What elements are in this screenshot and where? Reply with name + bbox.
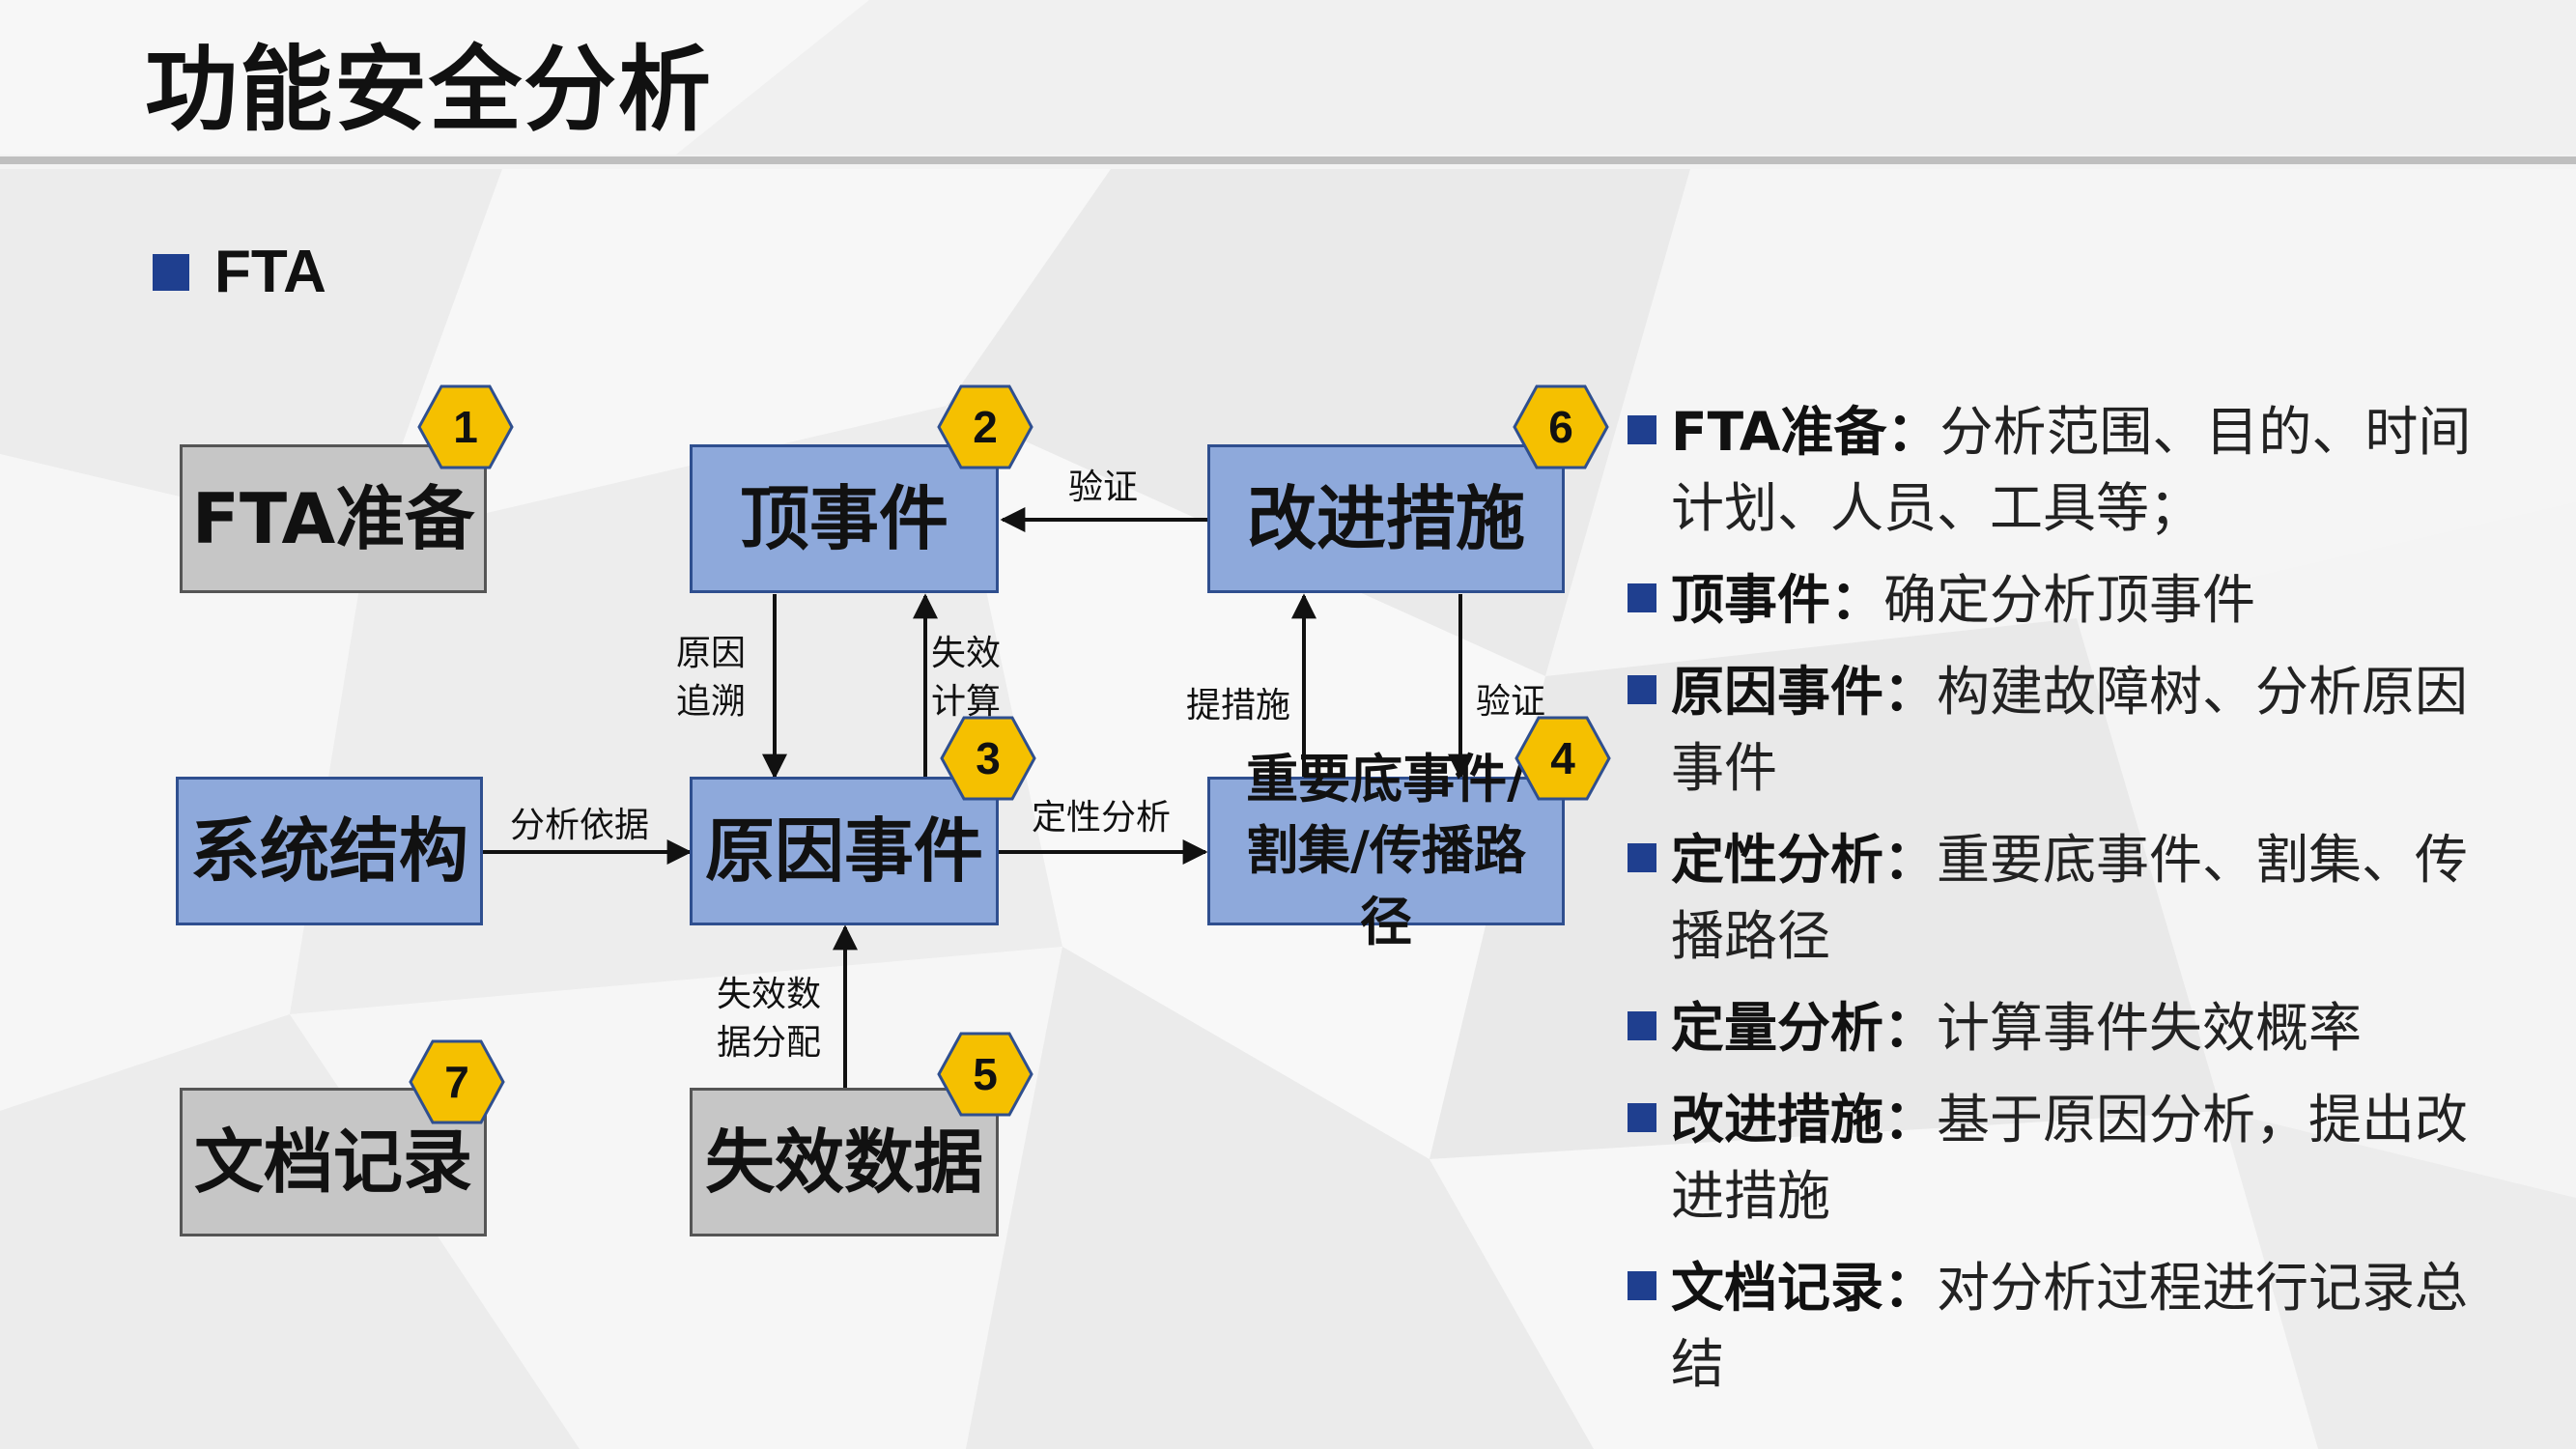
edge-label-basis: 分析依据 (510, 806, 650, 845)
bullet-item: 原因事件：构建故障树、分析原因事件 (1628, 654, 2497, 807)
square-bullet-icon (1628, 1271, 1656, 1300)
bullet-text: 基于原因分析，提出改进措施 (1671, 1089, 2469, 1227)
badge-7-number: 7 (444, 1057, 469, 1107)
badge-6-number: 6 (1548, 402, 1573, 452)
bullet-text: 确定分析顶事件 (1883, 569, 2256, 631)
node-top-event: 顶事件 (690, 444, 999, 593)
node-failure-data-label: 失效数据 (704, 1121, 983, 1203)
edge-label-verify-right: 验证 (1476, 682, 1546, 722)
badge-6: 6 (1513, 384, 1609, 469)
badge-7: 7 (409, 1039, 505, 1124)
badge-4-number: 4 (1550, 733, 1575, 783)
section-label: FTA (214, 239, 326, 305)
bullet-term: 定性分析： (1671, 829, 1938, 891)
edge-label-verify-top: 验证 (1068, 468, 1139, 507)
square-bullet-icon (1628, 415, 1656, 444)
bullet-list: FTA准备：分析范围、目的、时间计划、人员、工具等； 顶事件：确定分析顶事件 原… (1628, 394, 2497, 1418)
badge-4: 4 (1514, 716, 1611, 801)
bullet-item: 文档记录：对分析过程进行记录总结 (1628, 1250, 2497, 1403)
edge-label-trace: 原因追溯 (676, 634, 747, 722)
badge-1-number: 1 (453, 402, 478, 452)
badge-2-number: 2 (973, 402, 998, 452)
node-system-label: 系统结构 (189, 810, 468, 892)
bullet-item: FTA准备：分析范围、目的、时间计划、人员、工具等； (1628, 394, 2497, 547)
edge-label-propose: 提措施 (1186, 686, 1291, 725)
node-cut-sets: 重要底事件/割集/传播路径 (1207, 749, 1565, 952)
edge-label-qualitative: 定性分析 (1032, 798, 1172, 838)
bullet-text: 构建故障树、分析原因事件 (1671, 661, 2469, 799)
node-doc-label: 文档记录 (193, 1121, 472, 1203)
bullet-item: 定性分析：重要底事件、割集、传播路径 (1628, 822, 2497, 975)
node-improve: 改进措施 (1207, 444, 1565, 593)
node-cause-event-label: 原因事件 (704, 810, 983, 892)
node-top-event-label: 顶事件 (739, 477, 948, 559)
title-divider (0, 156, 2576, 164)
square-bullet-icon (1628, 843, 1656, 872)
edge-label-fail-calc: 失效计算 (931, 634, 1002, 722)
bullet-term: 顶事件： (1671, 569, 1884, 631)
page-title: 功能安全分析 (145, 36, 713, 144)
node-improve-label: 改进措施 (1246, 477, 1525, 559)
badge-5-number: 5 (973, 1049, 998, 1099)
node-failure-data: 失效数据 (690, 1088, 999, 1236)
badge-2: 2 (937, 384, 1033, 469)
square-bullet-icon (153, 253, 189, 291)
badge-3: 3 (940, 716, 1036, 801)
node-fta-prep-label: FTA准备 (191, 477, 475, 559)
bullet-text: 分析范围、目的、时间计划、人员、工具等； (1671, 401, 2472, 539)
bullet-item: 改进措施：基于原因分析，提出改进措施 (1628, 1082, 2497, 1235)
badge-5: 5 (937, 1032, 1033, 1117)
bullet-term: 改进措施： (1671, 1089, 1938, 1151)
section-heading: FTA (153, 238, 326, 306)
bullet-item: 顶事件：确定分析顶事件 (1628, 562, 2497, 639)
bullet-term: 定量分析： (1671, 997, 1938, 1059)
bullet-text: 计算事件失效概率 (1937, 997, 2363, 1059)
bullet-text: 对分析过程进行记录总结 (1671, 1257, 2469, 1395)
edge-label-fail-dist: 失效数据分配 (717, 975, 822, 1063)
badge-1: 1 (417, 384, 514, 469)
square-bullet-icon (1628, 675, 1656, 704)
bullet-term: 文档记录： (1671, 1257, 1938, 1319)
square-bullet-icon (1628, 583, 1656, 612)
square-bullet-icon (1628, 1103, 1656, 1132)
node-cut-sets-label: 重要底事件/割集/传播路径 (1246, 749, 1526, 952)
badge-3-number: 3 (976, 733, 1001, 783)
bullet-item: 定量分析：计算事件失效概率 (1628, 990, 2497, 1066)
square-bullet-icon (1628, 1011, 1656, 1040)
bullet-term: FTA准备： (1671, 401, 1940, 463)
node-cause-event: 原因事件 (690, 777, 999, 925)
node-fta-prep: FTA准备 (180, 444, 487, 593)
bullet-term: 原因事件： (1671, 661, 1938, 723)
node-system: 系统结构 (176, 777, 483, 925)
bullet-text: 重要底事件、割集、传播路径 (1671, 829, 2469, 967)
